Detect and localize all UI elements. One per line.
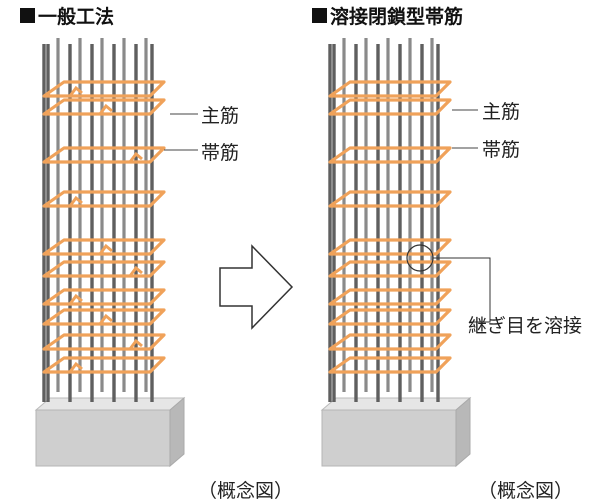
- conventional-column-diagram: [34, 38, 186, 468]
- hoop-hook: [128, 338, 143, 350]
- hoop: [42, 260, 166, 278]
- hoop: [328, 190, 452, 208]
- hoops-left: [42, 80, 166, 374]
- hoop: [42, 238, 166, 256]
- hoop: [42, 356, 166, 374]
- label-hoop-left: 帯筋: [201, 142, 240, 164]
- base-front-face: [321, 409, 457, 467]
- hoop: [42, 98, 166, 116]
- square-bullet-icon: [20, 8, 35, 23]
- hoop-hook: [68, 195, 83, 207]
- hoop: [328, 356, 452, 374]
- hoop: [42, 190, 166, 208]
- hoop: [328, 308, 452, 326]
- hoop: [42, 288, 166, 306]
- hoop: [42, 333, 166, 351]
- hoop-hook: [128, 265, 143, 277]
- hoop-hook: [68, 361, 83, 373]
- label-main-rebar-left: 主筋: [201, 105, 240, 127]
- base-side-face: [169, 396, 185, 468]
- label-main-rebar-right: 主筋: [482, 101, 521, 123]
- hoop: [328, 333, 452, 351]
- label-weld-seam: 継ぎ目を溶接: [468, 315, 583, 337]
- hoop: [328, 260, 452, 278]
- square-bullet-icon: [312, 8, 327, 23]
- caption-conceptual-left: （概念図）: [198, 480, 294, 502]
- heading-welded: 溶接閉鎖型帯筋: [312, 2, 463, 29]
- hoop: [328, 80, 452, 98]
- heading-conventional-text: 一般工法: [38, 6, 115, 28]
- base-front-face: [35, 409, 171, 467]
- hoop-hook: [98, 103, 113, 115]
- label-hoop-right: 帯筋: [482, 139, 521, 161]
- hoop: [42, 146, 166, 164]
- leader-line-weld: [433, 257, 491, 323]
- heading-conventional: 一般工法: [20, 2, 114, 29]
- hoop-hook: [98, 313, 113, 325]
- base-top-face: [34, 397, 186, 411]
- hoop: [328, 146, 452, 164]
- welded-column-diagram: [320, 38, 472, 468]
- hoop-hook: [68, 85, 83, 97]
- hoop: [42, 308, 166, 326]
- hoop-hook: [98, 243, 113, 255]
- base-side-face: [455, 396, 471, 468]
- hoops-right: [328, 80, 452, 374]
- hoop: [328, 98, 452, 116]
- hoop: [328, 238, 452, 256]
- hoop-hook: [68, 293, 83, 305]
- heading-welded-text: 溶接閉鎖型帯筋: [330, 6, 464, 28]
- right-arrow-outline-icon: [219, 244, 294, 330]
- caption-conceptual-right: （概念図）: [478, 480, 574, 502]
- hoop: [42, 80, 166, 98]
- base-top-face: [320, 397, 472, 411]
- hoop: [328, 288, 452, 306]
- hoop-hook: [128, 151, 143, 163]
